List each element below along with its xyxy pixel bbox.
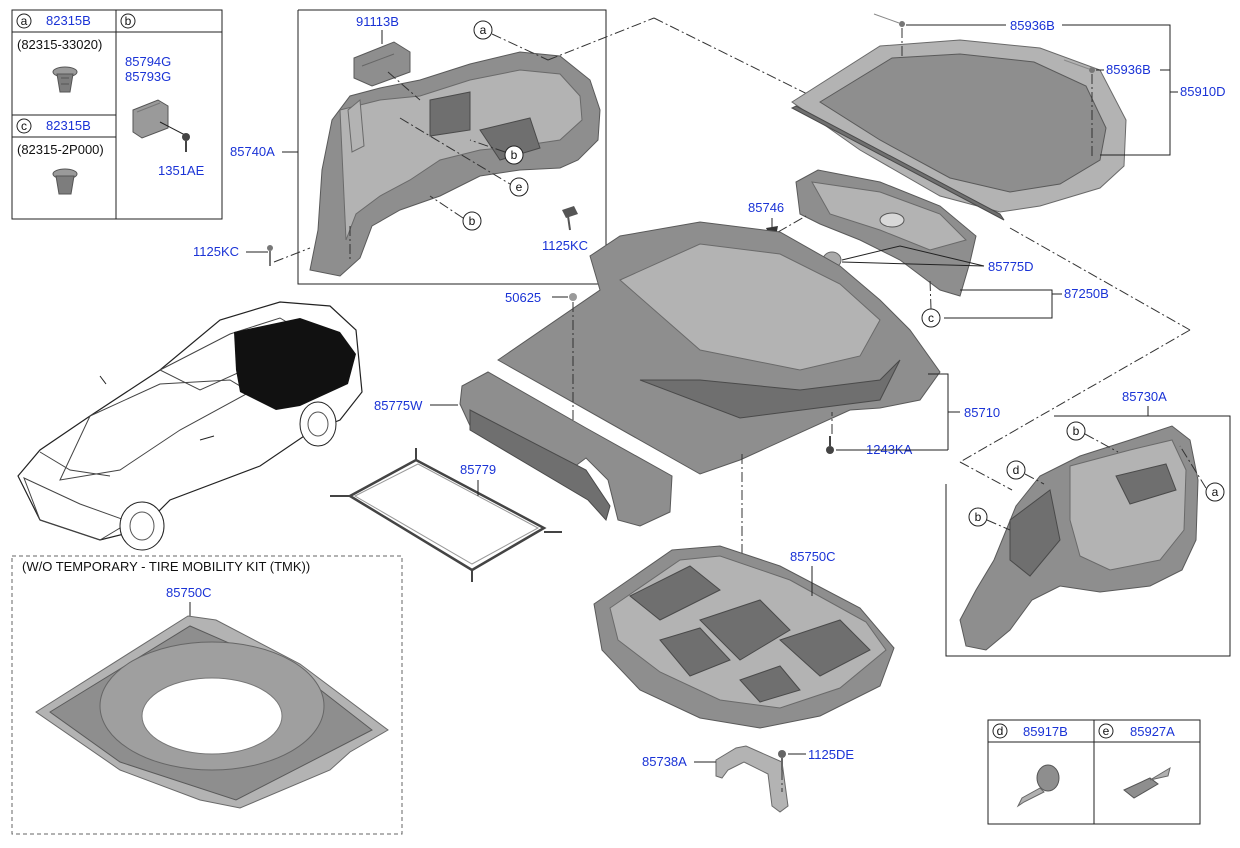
- left-quarter-trim-group: 91113B a b e b: [297, 9, 607, 285]
- label-91113B[interactable]: 91113B: [356, 14, 399, 29]
- vehicle-locator-image: [17, 301, 363, 551]
- legend-a-part[interactable]: 82315B: [46, 13, 91, 28]
- bolt-85936B-1-icon: [873, 13, 905, 27]
- label-85738A[interactable]: 85738A: [642, 754, 687, 769]
- svg-text:b: b: [125, 14, 132, 28]
- svg-text:c: c: [21, 119, 27, 133]
- legend-a-alt: (82315-33020): [17, 37, 102, 52]
- svg-text:b: b: [975, 510, 982, 524]
- callout-c: c: [921, 308, 941, 328]
- label-1125KC-mid[interactable]: 1125KC: [542, 238, 588, 253]
- luggage-floor-board: [497, 221, 941, 475]
- callout-e-left: e: [509, 177, 529, 197]
- legend-e-part[interactable]: 85927A: [1130, 724, 1175, 739]
- svg-text:d: d: [997, 724, 1004, 738]
- legend-b-part-2[interactable]: 85793G: [125, 69, 171, 84]
- bolt-1125KC-mid-icon: [562, 206, 578, 231]
- label-85710[interactable]: 85710: [964, 405, 1000, 420]
- bolt-50625-icon: [569, 293, 577, 301]
- legend-table-abc: a 82315B (82315-33020) b 85794G 85793G 1…: [11, 9, 223, 220]
- callout-d-right: d: [1006, 460, 1026, 480]
- legend-b-part-1[interactable]: 85794G: [125, 54, 171, 69]
- clip-c-icon: [52, 168, 78, 195]
- legend-b-circle: b: [120, 13, 136, 29]
- legend-a-circle: a: [16, 13, 32, 29]
- right-quarter-trim: [959, 425, 1199, 651]
- label-85740A[interactable]: 85740A: [230, 144, 275, 159]
- label-1125KC-left[interactable]: 1125KC: [193, 244, 239, 259]
- callout-b-right-1: b: [1066, 421, 1086, 441]
- clip-a-icon: [52, 66, 78, 93]
- luggage-front-filler: [459, 371, 673, 527]
- legend-c-part[interactable]: 82315B: [46, 118, 91, 133]
- svg-text:b: b: [1073, 424, 1080, 438]
- clip-d-icon: [1016, 764, 1060, 808]
- cover-91113B: [353, 41, 411, 87]
- screw-1243KA-icon: [826, 436, 834, 454]
- right-quarter-trim-group: b d a b: [945, 415, 1231, 657]
- callout-b-left-2: b: [462, 211, 482, 231]
- clip-e-icon: [1123, 766, 1171, 799]
- bolt-1125DE-icon: [778, 750, 786, 770]
- label-85746[interactable]: 85746: [748, 200, 784, 215]
- luggage-tray-85750C: [593, 545, 895, 729]
- screw-b-icon: [182, 133, 190, 152]
- callout-b-left-1: b: [504, 145, 524, 165]
- label-85775D[interactable]: 85775D: [988, 259, 1034, 274]
- label-85750C-tmk[interactable]: 85750C: [166, 585, 212, 600]
- tmk-luggage-tray: [35, 615, 389, 809]
- bolt-1125KC-left-icon: [267, 245, 273, 266]
- legend-d-circle: d: [992, 723, 1008, 739]
- legend-c-alt: (82315-2P000): [17, 142, 104, 157]
- tmk-variant-box: (W/O TEMPORARY - TIRE MOBILITY KIT (TMK)…: [11, 555, 403, 835]
- tmk-note: (W/O TEMPORARY - TIRE MOBILITY KIT (TMK)…: [22, 559, 310, 574]
- svg-text:d: d: [1013, 463, 1020, 477]
- svg-text:a: a: [1212, 485, 1219, 499]
- legend-d-part[interactable]: 85917B: [1023, 724, 1068, 739]
- svg-text:b: b: [469, 214, 476, 228]
- label-85779[interactable]: 85779: [460, 462, 496, 477]
- legend-c-circle: c: [16, 118, 32, 134]
- bracket-85738A: [715, 745, 789, 813]
- legend-b-part-3[interactable]: 1351AE: [158, 163, 205, 178]
- left-quarter-trim: [309, 51, 601, 277]
- label-85775W[interactable]: 85775W: [374, 398, 423, 413]
- svg-text:a: a: [21, 14, 28, 28]
- luggage-net: [330, 448, 562, 582]
- cover-b-icon: [132, 99, 169, 139]
- label-1125DE[interactable]: 1125DE: [808, 747, 854, 762]
- svg-text:c: c: [928, 311, 934, 325]
- svg-text:a: a: [480, 23, 487, 37]
- label-85730A[interactable]: 85730A: [1122, 389, 1167, 404]
- svg-text:e: e: [516, 180, 523, 194]
- svg-text:e: e: [1103, 724, 1110, 738]
- label-85910D[interactable]: 85910D: [1180, 84, 1226, 99]
- label-85936B-1[interactable]: 85936B: [1010, 18, 1055, 33]
- bolt-85936B-2-icon: [1063, 59, 1095, 73]
- callout-a-right: a: [1205, 482, 1225, 502]
- legend-table-de: d 85917B e 85927A: [987, 719, 1201, 825]
- legend-e-circle: e: [1098, 723, 1114, 739]
- callout-a-left: a: [473, 20, 493, 40]
- package-tray: [790, 39, 1127, 221]
- svg-text:b: b: [511, 148, 518, 162]
- callout-b-right-2: b: [968, 507, 988, 527]
- label-50625[interactable]: 50625: [505, 290, 541, 305]
- label-85936B-2[interactable]: 85936B: [1106, 62, 1151, 77]
- label-87250B[interactable]: 87250B: [1064, 286, 1109, 301]
- label-85750C[interactable]: 85750C: [790, 549, 836, 564]
